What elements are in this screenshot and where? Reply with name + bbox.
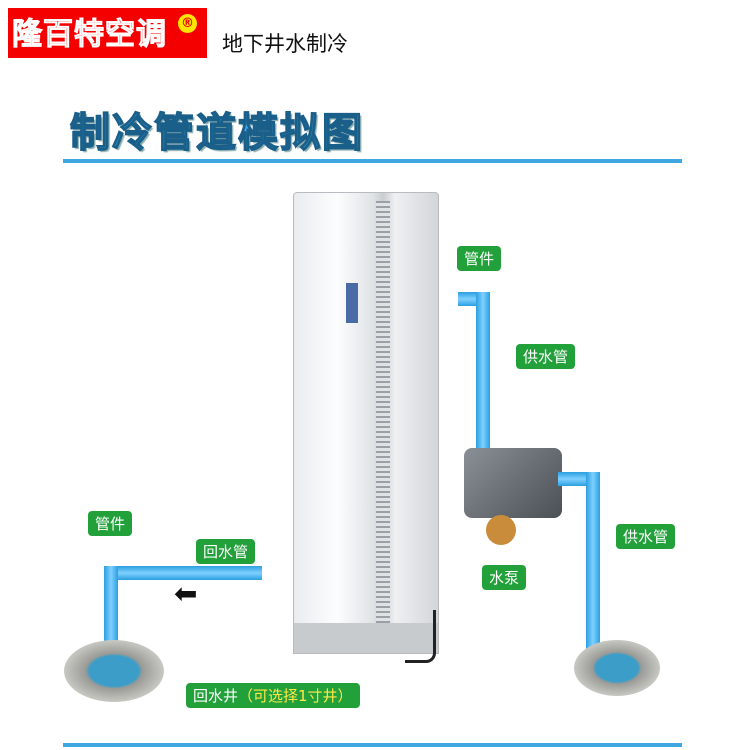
supply-pipe-vertical bbox=[476, 292, 490, 452]
return-well bbox=[64, 640, 164, 702]
brand-logo bbox=[8, 8, 207, 58]
label-supply-pipe-right: 供水管 bbox=[616, 524, 676, 549]
registered-mark: ® bbox=[178, 14, 197, 33]
base bbox=[294, 623, 438, 653]
label-supply-pipe-top: 供水管 bbox=[516, 344, 576, 369]
flow-arrow-icon: ⬅ bbox=[174, 577, 198, 610]
supply-pipe-right bbox=[586, 472, 600, 662]
divider-top bbox=[63, 159, 682, 163]
brand-name: 隆百特空调 bbox=[12, 17, 167, 53]
label-return-well: 回水井（可选择1寸井） bbox=[186, 683, 360, 708]
diagram-heading: 制冷管道模拟图 bbox=[69, 109, 364, 157]
energy-label bbox=[346, 283, 358, 323]
label-fitting-right: 管件 bbox=[457, 246, 502, 271]
return-pipe-horizontal bbox=[104, 566, 262, 580]
supply-well bbox=[574, 640, 660, 696]
label-fitting-left: 管件 bbox=[88, 511, 133, 536]
label-pump: 水泵 bbox=[482, 565, 527, 590]
pump-valve bbox=[486, 515, 516, 545]
return-well-note: （可选择1寸井） bbox=[238, 687, 353, 705]
subtitle: 地下井水制冷 bbox=[222, 32, 348, 56]
label-return-pipe: 回水管 bbox=[196, 539, 256, 564]
water-pump bbox=[464, 448, 562, 518]
power-cord bbox=[405, 610, 436, 663]
air-vent bbox=[376, 201, 390, 641]
return-well-text: 回水井 bbox=[193, 687, 239, 705]
air-conditioner-unit bbox=[293, 192, 439, 654]
divider-bottom bbox=[63, 743, 682, 747]
